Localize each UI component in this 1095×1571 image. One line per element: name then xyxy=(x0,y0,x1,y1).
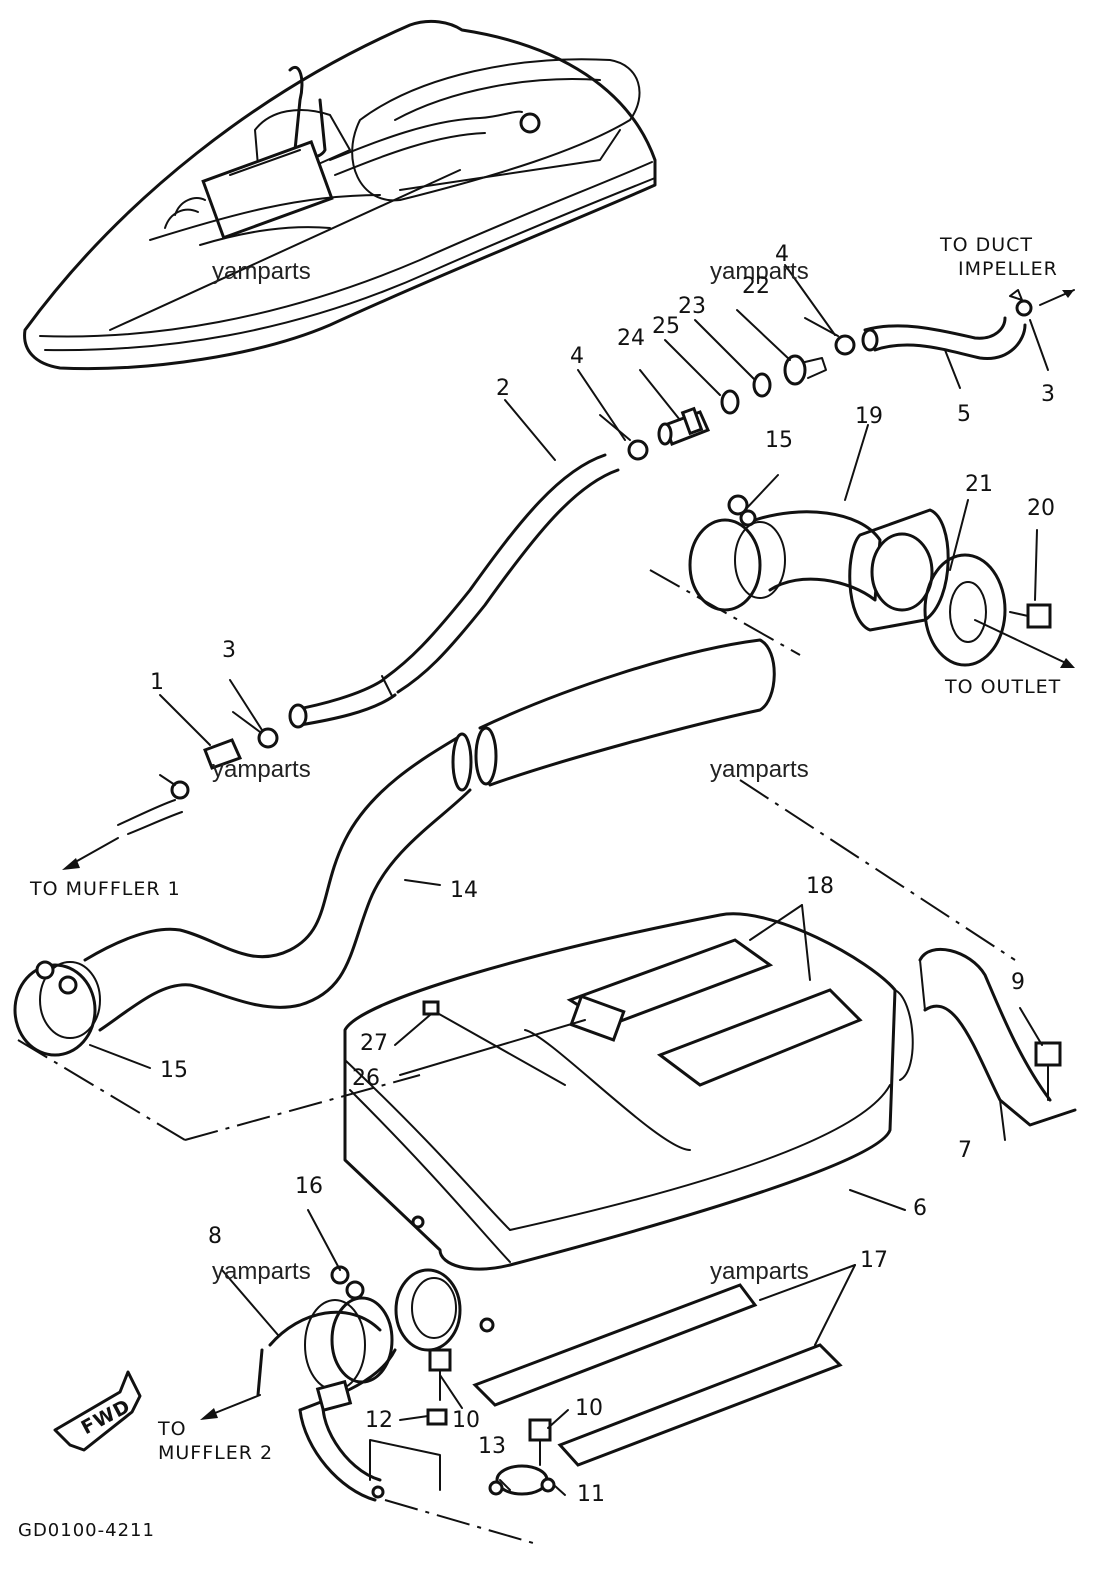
callout-15: 15 xyxy=(765,428,793,453)
pads-17 xyxy=(472,1283,843,1467)
watermark: yamparts xyxy=(710,756,809,783)
callout-1: 1 xyxy=(150,670,164,695)
callout-6: 6 xyxy=(913,1196,927,1221)
hose-8 xyxy=(200,1265,556,1546)
watercraft-overview xyxy=(23,19,657,371)
callout-10: 10 xyxy=(575,1396,603,1421)
callout-18: 18 xyxy=(806,874,834,899)
hose-2 xyxy=(62,453,620,870)
callout-5: 5 xyxy=(957,402,971,427)
callout-22: 22 xyxy=(742,274,770,299)
label-to-outlet: TO OUTLET xyxy=(945,676,1062,698)
watermark: yamparts xyxy=(710,258,809,285)
callout-14: 14 xyxy=(450,878,478,903)
label-impeller: IMPELLER xyxy=(958,258,1058,280)
band-7 xyxy=(918,947,1077,1127)
callout-7: 7 xyxy=(958,1138,972,1163)
callout-10: 10 xyxy=(452,1408,480,1433)
callout-11: 11 xyxy=(577,1482,605,1507)
callout-4: 4 xyxy=(775,242,789,267)
label-to-muffler-2-line1: TO xyxy=(158,1418,187,1440)
callout-24: 24 xyxy=(617,326,645,351)
watermark: yamparts xyxy=(710,1258,809,1285)
figure-code: GD0100-4211 xyxy=(18,1520,155,1541)
callout-12: 12 xyxy=(365,1408,393,1433)
callout-23: 23 xyxy=(678,294,706,319)
label-to-muffler-2-line2: MUFFLER 2 xyxy=(158,1442,274,1464)
leader-lines xyxy=(89,264,1049,1496)
muffler-6 xyxy=(17,779,1016,1352)
callout-25: 25 xyxy=(652,314,680,339)
watermark: yamparts xyxy=(212,1258,311,1285)
callout-8: 8 xyxy=(208,1224,222,1249)
callout-17: 17 xyxy=(860,1248,888,1273)
callout-2: 2 xyxy=(496,376,510,401)
callout-27: 27 xyxy=(360,1031,388,1056)
callout-4: 4 xyxy=(570,344,584,369)
label-to-duct: TO DUCT xyxy=(940,234,1034,256)
cooling-hose-upper xyxy=(599,289,1075,461)
watermark: yamparts xyxy=(212,258,311,285)
callout-3: 3 xyxy=(1041,382,1055,407)
callout-20: 20 xyxy=(1027,496,1055,521)
callout-9: 9 xyxy=(1011,970,1025,995)
callout-19: 19 xyxy=(855,404,883,429)
callout-26: 26 xyxy=(352,1066,380,1091)
watermark: yamparts xyxy=(212,756,311,783)
callout-3: 3 xyxy=(222,638,236,663)
callout-16: 16 xyxy=(295,1174,323,1199)
exhaust-pipe-14 xyxy=(13,494,1075,1057)
callout-15: 15 xyxy=(160,1058,188,1083)
callout-21: 21 xyxy=(965,472,993,497)
fwd-arrow-icon xyxy=(53,1370,142,1452)
label-to-muffler-1: TO MUFFLER 1 xyxy=(30,878,181,900)
callout-13: 13 xyxy=(478,1434,506,1459)
